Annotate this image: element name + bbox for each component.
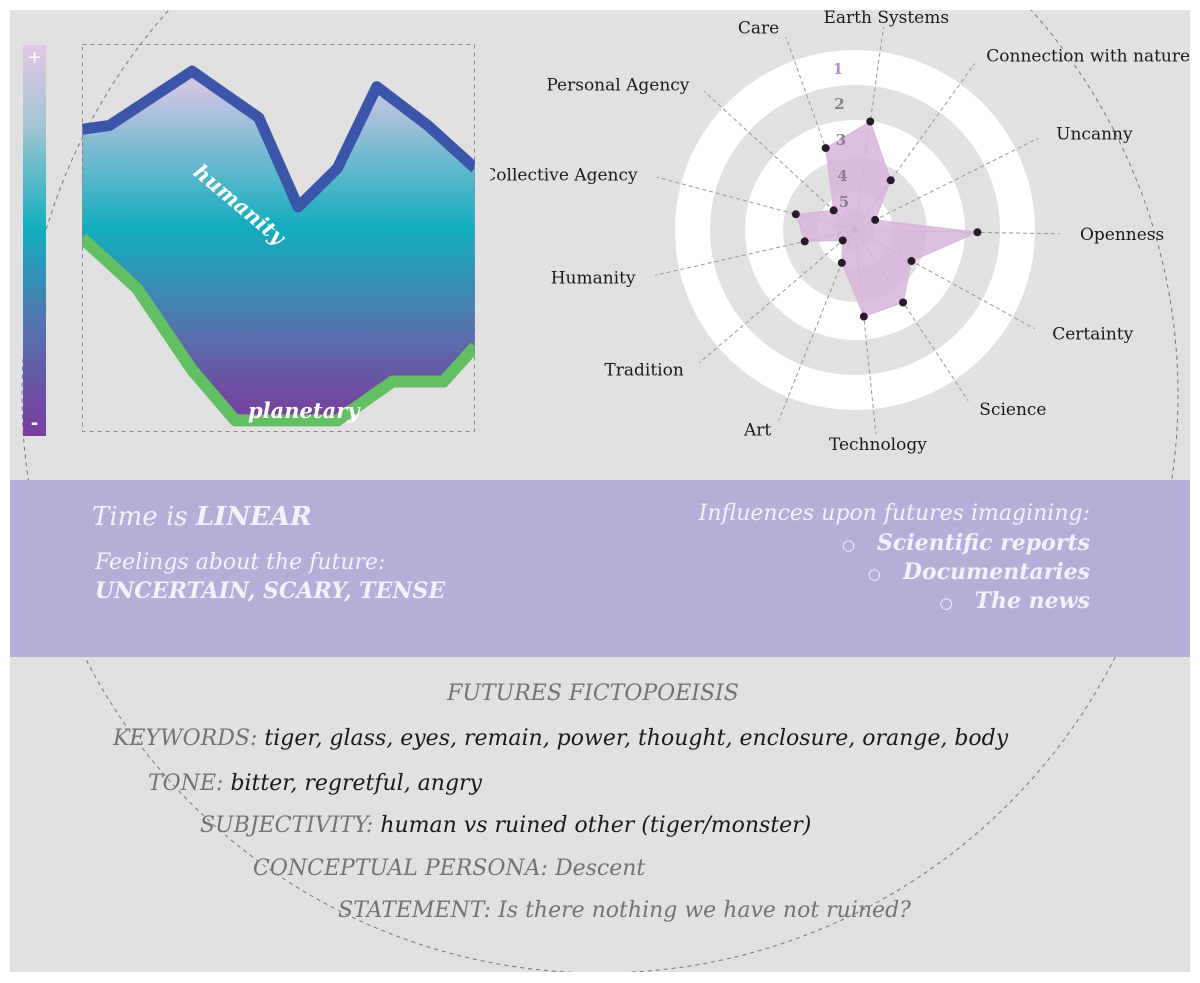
radar-axis-label: Openness: [1080, 225, 1164, 245]
humanity-series-line: [82, 65, 475, 213]
radar-area: [795, 120, 980, 318]
tone-value: bitter, regretful, angry: [230, 771, 482, 796]
area-chart: humanity planetary: [82, 44, 475, 432]
influence-item: ○The news: [939, 588, 1090, 614]
radar-axis-label: Collective Agency: [490, 166, 638, 186]
influence-label: Documentaries: [902, 559, 1090, 585]
radar-point: [800, 237, 809, 246]
radar-point: [829, 206, 838, 215]
radar-axis-label: Certainty: [1052, 324, 1133, 344]
influence-item: ○Scientific reports: [841, 530, 1090, 556]
radar-axis-label: Uncanny: [1056, 125, 1133, 145]
radar-spoke: [854, 229, 969, 402]
radar-ring-label: 1: [833, 60, 843, 78]
radar-point: [821, 144, 830, 153]
radar-spoke: [785, 36, 856, 231]
subjectivity-label: SUBJECTIVITY:: [200, 813, 374, 838]
radar-axis-label: Tradition: [604, 361, 683, 381]
radar-axis-label: Earth Systems: [824, 10, 950, 28]
statement-label: STATEMENT:: [338, 898, 492, 923]
persona-value: Descent: [554, 856, 646, 881]
radar-spoke: [654, 229, 856, 276]
radar-point: [973, 228, 982, 237]
radar-point: [907, 257, 916, 266]
area-fill: [82, 71, 475, 421]
influence-item: ○Documentaries: [867, 559, 1090, 585]
time-statement: Time is LINEAR: [92, 502, 312, 532]
tone-line: TONE: bitter, regretful, angry: [148, 771, 482, 796]
radar-axis-label: Humanity: [551, 269, 636, 289]
chart-frame: [82, 44, 475, 432]
radar-point: [837, 258, 846, 267]
persona-label: CONCEPTUAL PERSONA:: [253, 856, 548, 881]
radar-axis-label: Art: [743, 421, 771, 441]
feelings-label: Feelings about the future:: [95, 550, 386, 575]
time-value: LINEAR: [195, 502, 312, 532]
radar-ring-label: 4: [837, 167, 847, 185]
influence-label: Scientific reports: [877, 530, 1090, 556]
radar-axis-label: Care: [738, 19, 779, 39]
radar-point: [886, 176, 895, 185]
radar-point: [899, 298, 908, 307]
radar-point: [838, 236, 847, 245]
radar-spoke: [854, 229, 1035, 330]
radar-axis-label: Technology: [829, 435, 927, 455]
planetary-series-label: planetary: [248, 398, 361, 423]
radar-spoke: [854, 229, 1060, 235]
radar-spoke: [854, 137, 1039, 231]
radar-axis-label: Science: [979, 400, 1046, 420]
keywords-value: tiger, glass, eyes, remain, power, thoug…: [264, 726, 1009, 751]
scale-bar: + -: [23, 45, 46, 436]
radar-spoke: [656, 176, 856, 231]
radar-point: [866, 117, 875, 126]
feelings-value: UNCERTAIN, SCARY, TENSE: [95, 578, 446, 604]
dashed-circle: [21, 10, 1179, 972]
subjectivity-line: SUBJECTIVITY: human vs ruined other (tig…: [200, 813, 811, 838]
statement-value: Is there nothing we have not ruined?: [498, 898, 911, 923]
scale-plus-label: +: [26, 47, 43, 68]
influences-title: Influences upon futures imagining:: [698, 501, 1090, 526]
radar-spoke: [778, 229, 856, 421]
subjectivity-value: human vs ruined other (tiger/monster): [380, 813, 812, 838]
summary-band: Time is LINEAR Feelings about the future…: [10, 480, 1190, 657]
radar-point: [791, 210, 800, 219]
radar-axis-label: Personal Agency: [546, 75, 689, 95]
radar-ring-label: 2: [834, 95, 844, 113]
scale-minus-label: -: [30, 413, 39, 434]
keywords-label: KEYWORDS:: [113, 726, 258, 751]
radar-spoke: [854, 63, 976, 231]
statement-line: STATEMENT: Is there nothing we have not …: [338, 898, 911, 923]
radar-ring-label: 3: [836, 131, 846, 149]
persona-line: CONCEPTUAL PERSONA: Descent: [253, 856, 645, 881]
influence-label: The news: [974, 588, 1090, 614]
radar-spoke: [703, 90, 856, 231]
planetary-series-line: [82, 233, 475, 427]
fictopoeisis-title: FUTURES FICTOPOEISIS: [447, 681, 739, 706]
radar-ring-label: 5: [839, 193, 849, 211]
radar-spoke: [854, 229, 877, 434]
radar-spoke: [698, 229, 856, 364]
radar-axis-label: Connection with nature: [986, 46, 1190, 66]
keywords-line: KEYWORDS: tiger, glass, eyes, remain, po…: [113, 726, 1008, 751]
radar-point: [859, 312, 868, 321]
time-prefix: Time is: [92, 502, 196, 532]
tone-label: TONE:: [148, 771, 224, 796]
radar-spoke: [854, 26, 885, 231]
radar-point: [871, 215, 880, 224]
